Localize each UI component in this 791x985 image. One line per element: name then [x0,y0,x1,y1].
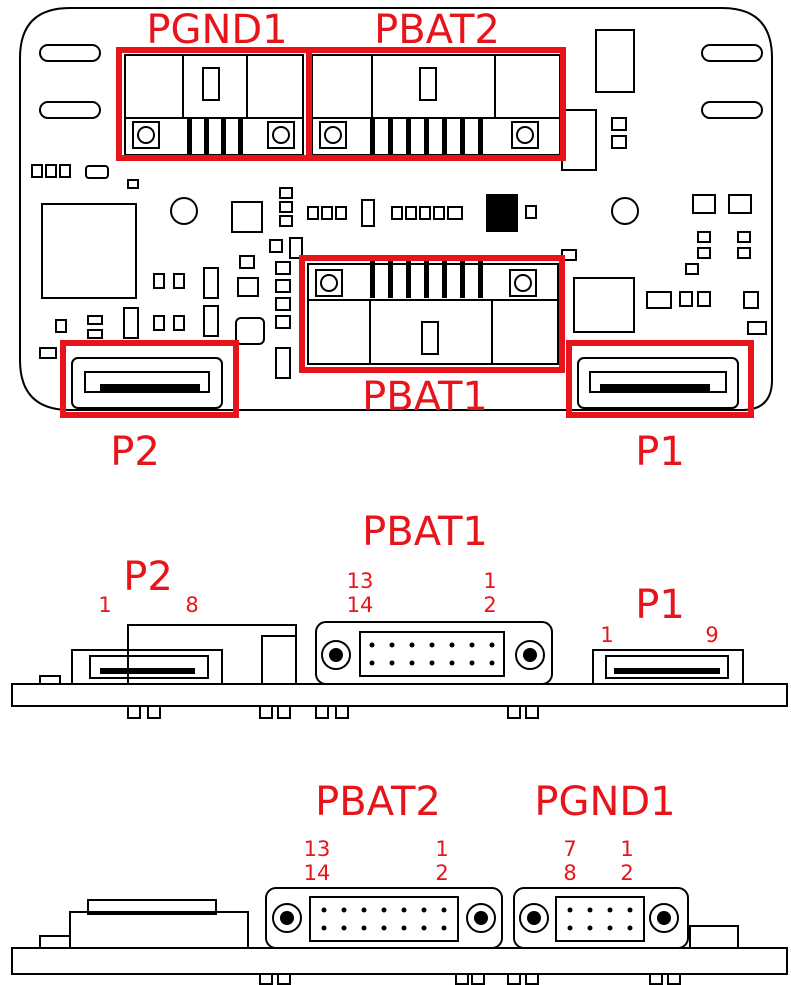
pbat2-pin-14: 14 [304,861,331,885]
p2-highlight-box [60,340,239,418]
p2-connector-side [39,624,297,685]
pbat2-label: PBAT2 [374,7,500,53]
p2-pin-8: 8 [185,593,198,617]
mounting-holes [170,197,639,225]
board-side-view-1 [11,621,788,719]
pgnd1-highlight-box [116,47,312,161]
p2-label: P2 [110,429,160,475]
pgnd1-header-top [124,54,304,160]
pgnd1-pin-2: 2 [620,861,633,885]
pbat2-connector-side [265,887,503,949]
pbat1-connector-side [315,621,553,685]
pgnd1-pin-dots [567,907,633,931]
pbat2-pin-1: 1 [435,837,448,861]
pbat1-pin-2: 2 [483,593,496,617]
p1-pin-9: 9 [705,623,718,647]
p1-label: P1 [635,429,685,475]
side-view-1-labels: PBAT1 13 14 1 2 P2 1 8 P1 1 9 [98,509,718,647]
board-top-view [19,7,773,411]
p1-connector-side [592,649,744,685]
p2-pin-1: 1 [98,593,111,617]
p1-connector-top [577,357,739,409]
pbat2-pin-2: 2 [435,861,448,885]
pgnd1-pin-7: 7 [563,837,576,861]
pgnd1-pin-8: 8 [563,861,576,885]
pbat1-pin-14: 14 [347,593,374,617]
pgnd1-pin-1: 1 [620,837,633,861]
p2-connector-top [71,357,223,409]
pbat1-side-title: PBAT1 [362,509,488,555]
highlight-boxes [60,47,754,418]
p2-side-title: P2 [123,554,173,600]
pgnd1-side-title: PGND1 [534,779,675,825]
pgnd1-label: PGND1 [146,7,287,53]
pbat2-pin-13: 13 [304,837,331,861]
pgnd1-connector-side [513,887,739,949]
pbat2-side-title: PBAT2 [315,779,441,825]
p1-highlight-box [566,340,754,418]
p1-pin-1: 1 [600,623,613,647]
pbat2-pin-dots [321,907,447,931]
pbat2-highlight-box [306,47,566,161]
pbat1-pin-dots [369,642,495,666]
p1-side-title: P1 [635,582,685,628]
top-view-labels: PGND1 PBAT2 PBAT1 P2 P1 [110,7,685,475]
pbat1-pin-1: 1 [483,569,496,593]
board-side-view-2 [11,887,788,985]
pbat1-label: PBAT1 [362,374,488,420]
side-view-2-labels: PBAT2 13 14 1 2 PGND1 7 8 1 2 [304,779,676,885]
mounting-slots [39,44,763,119]
pbat1-highlight-box [299,255,565,373]
pbat1-pin-13: 13 [347,569,374,593]
left-connector-side [39,899,249,949]
smd-components [31,29,767,379]
pbat1-header-top [307,256,559,365]
pbat2-header-top [311,54,597,171]
